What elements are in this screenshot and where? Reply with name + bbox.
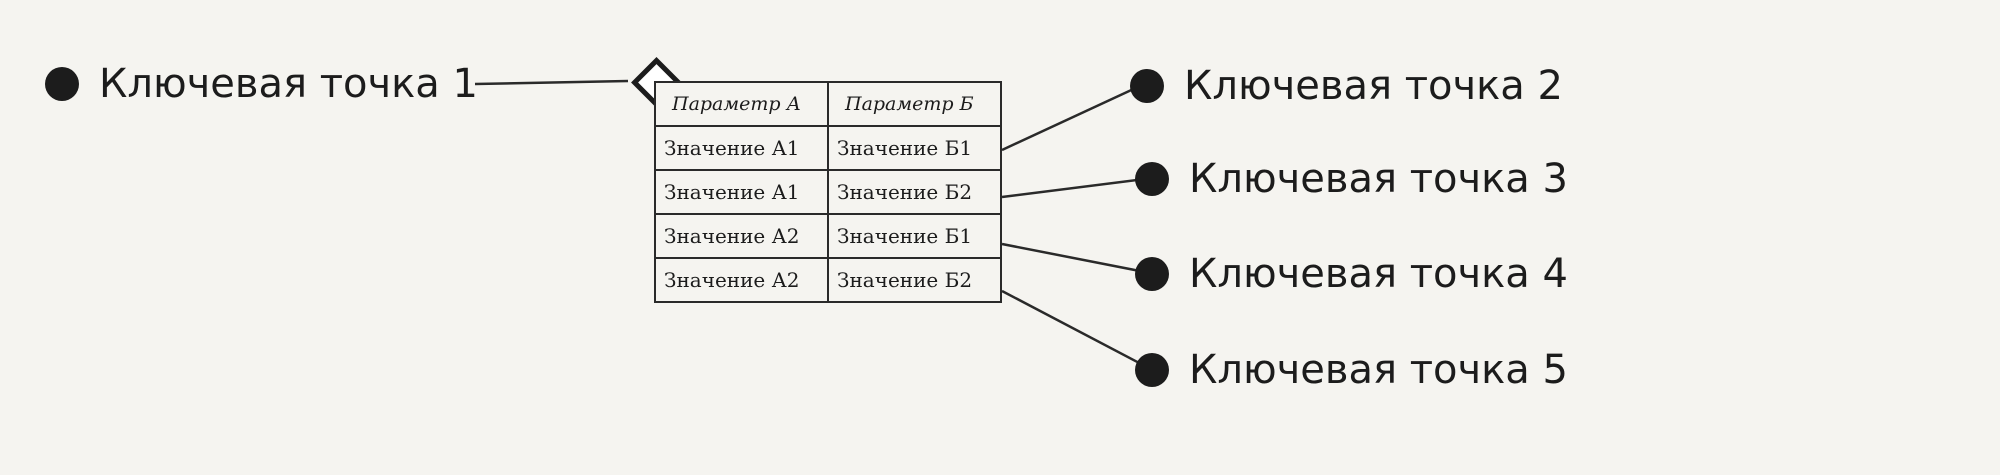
table-cell: Значение Б2	[827, 169, 1002, 215]
table-header-row: Параметр А Параметр Б	[654, 81, 1002, 127]
table-cell: Значение Б1	[827, 213, 1002, 259]
connector-row4-to-kp5	[1001, 289, 1146, 368]
table-row: Значение А1 Значение Б1	[654, 125, 1002, 171]
key-point-dot	[1135, 353, 1169, 387]
table-cell: Значение Б2	[827, 257, 1002, 303]
table-header-cell: Параметр А	[654, 81, 829, 127]
connector-row2-to-kp3	[1001, 177, 1146, 199]
connector-kp1-to-diamond	[474, 79, 629, 86]
key-point-dot	[1130, 69, 1164, 103]
parameters-table: Параметр А Параметр Б Значение А1 Значен…	[654, 81, 1002, 303]
key-point-5: Ключевая точка 5	[1135, 350, 1568, 390]
key-point-label: Ключевая точка 1	[99, 61, 478, 107]
connector-row3-to-kp4	[1001, 242, 1146, 274]
key-point-label: Ключевая точка 3	[1189, 156, 1568, 202]
key-point-dot	[45, 67, 79, 101]
key-point-label: Ключевая точка 5	[1189, 347, 1568, 393]
key-point-3: Ключевая точка 3	[1135, 159, 1568, 199]
key-point-1: Ключевая точка 1	[45, 64, 478, 104]
key-point-label: Ключевая точка 4	[1189, 251, 1568, 297]
table-cell: Значение А2	[654, 257, 829, 303]
table-row: Значение А2 Значение Б1	[654, 213, 1002, 259]
connector-row1-to-kp2	[1001, 84, 1141, 152]
table-cell: Значение А1	[654, 125, 829, 171]
table-row: Значение А2 Значение Б2	[654, 257, 1002, 303]
table-header-cell: Параметр Б	[827, 81, 1002, 127]
key-point-2: Ключевая точка 2	[1130, 66, 1563, 106]
key-point-dot	[1135, 162, 1169, 196]
table-cell: Значение Б1	[827, 125, 1002, 171]
table-cell: Значение А2	[654, 213, 829, 259]
table-row: Значение А1 Значение Б2	[654, 169, 1002, 215]
key-point-4: Ключевая точка 4	[1135, 254, 1568, 294]
key-point-dot	[1135, 257, 1169, 291]
table-cell: Значение А1	[654, 169, 829, 215]
key-point-label: Ключевая точка 2	[1184, 63, 1563, 109]
